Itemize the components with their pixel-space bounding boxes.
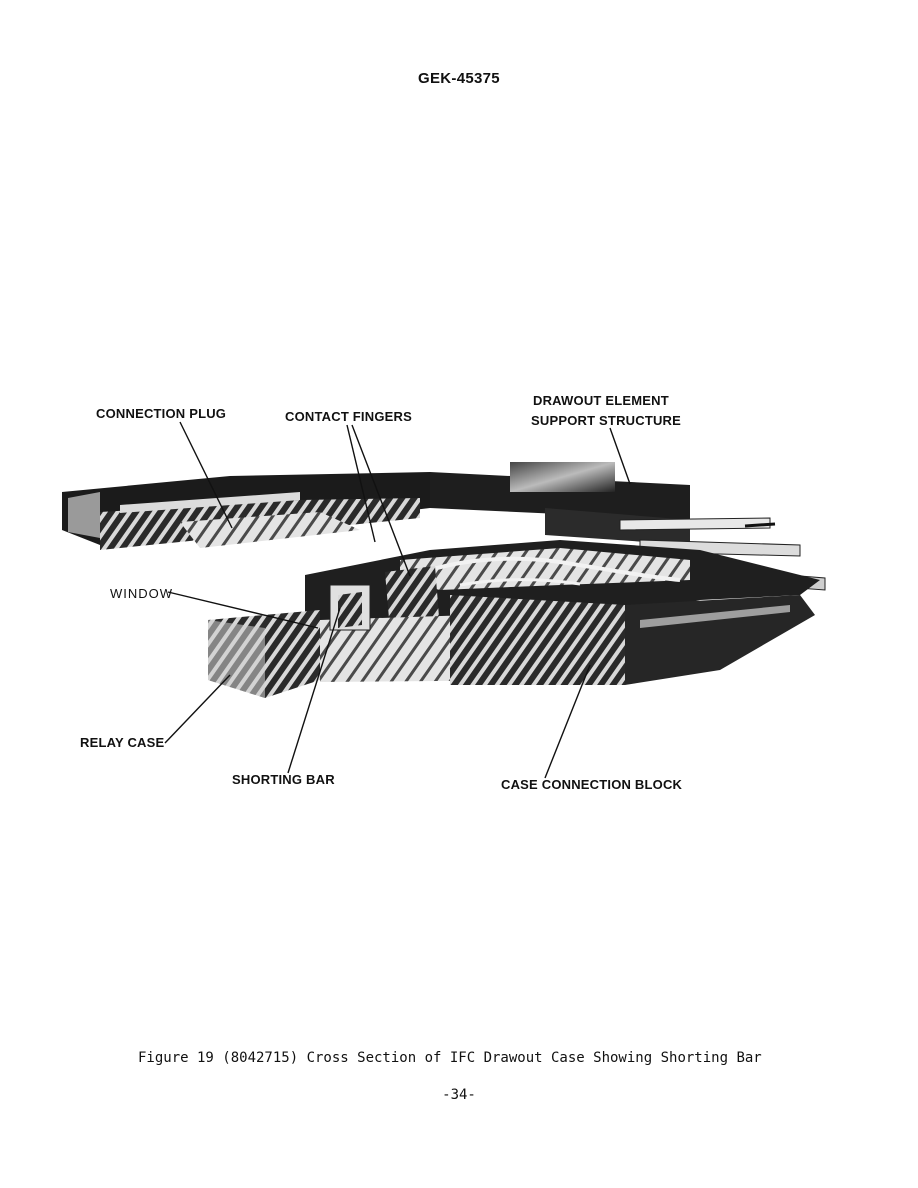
callout-case-connection-block: CASE CONNECTION BLOCK xyxy=(501,777,683,792)
drawout-case-illustration xyxy=(62,421,826,779)
case-connection-block-body xyxy=(450,595,815,685)
drawout-support-structure xyxy=(430,462,690,545)
document-number: GEK-45375 xyxy=(418,70,500,87)
leader-window xyxy=(167,591,319,629)
callout-shorting-bar: SHORTING BAR xyxy=(232,772,335,787)
callout-drawout-element-line1: DRAWOUT ELEMENT xyxy=(533,393,669,408)
leader-connection-plug xyxy=(179,421,233,529)
leader-contact-fingers-1 xyxy=(346,424,376,543)
page-number: -34- xyxy=(442,1087,476,1103)
leader-case-connection-block xyxy=(544,664,591,779)
callout-window: WINDOW xyxy=(110,586,174,601)
cross-section-figure: CONNECTION PLUG CONTACT FINGERS DRAWOUT … xyxy=(0,380,918,800)
callout-connection-plug: CONNECTION PLUG xyxy=(96,406,227,421)
connection-plug-assembly xyxy=(62,472,430,550)
shorting-bar-area xyxy=(329,584,371,631)
leader-drawout-support xyxy=(609,427,631,485)
callout-contact-fingers: CONTACT FINGERS xyxy=(285,409,412,424)
leader-contact-fingers-2 xyxy=(351,424,411,577)
leader-relay-case xyxy=(164,674,231,744)
figure-caption: Figure 19 (8042715) Cross Section of IFC… xyxy=(138,1050,762,1066)
callout-relay-case: RELAY CASE xyxy=(80,735,165,750)
callout-drawout-element-line2: SUPPORT STRUCTURE xyxy=(531,413,682,428)
leader-lines xyxy=(164,421,631,779)
leader-shorting-bar xyxy=(287,607,341,774)
